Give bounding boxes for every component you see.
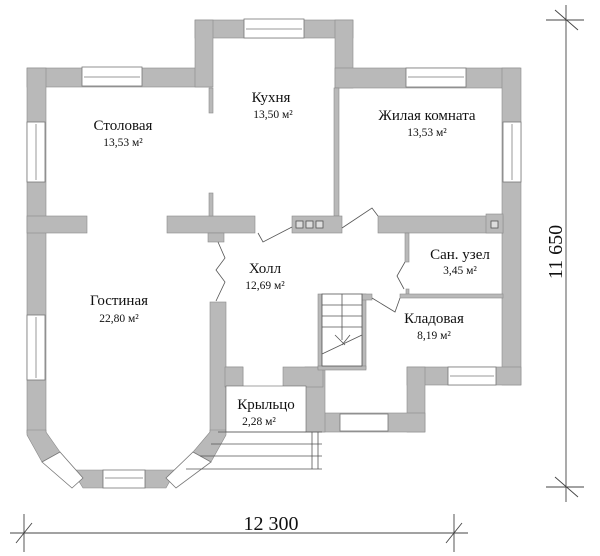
room-name-krylco: Крыльцо [237,397,294,413]
room-name-kukhnya: Кухня [252,90,291,106]
room-name-holl: Холл [249,261,282,277]
room-area-zhilaya-komnata: 13,53 м² [407,127,447,139]
room-area-gostinaya: 22,80 м² [99,313,139,325]
room-name-kladovaya: Кладовая [404,311,464,327]
room-area-san-uzel: 3,45 м² [443,265,477,277]
room-area-holl: 12,69 м² [245,280,285,292]
room-name-gostinaya: Гостиная [90,293,148,309]
room-area-kukhnya: 13,50 м² [253,109,293,121]
room-area-krylco: 2,28 м² [242,416,276,428]
vent-shafts [295,220,499,229]
windows [26,18,522,489]
room-area-kladovaya: 8,19 м² [417,330,451,342]
dimension-height-label: 11 650 [545,225,567,279]
staircase [321,293,363,367]
dimension-horizontal [10,514,468,552]
porch-steps [186,385,322,470]
dimension-vertical [546,5,584,502]
room-area-stolovaya: 13,53 м² [103,137,143,149]
room-name-stolovaya: Столовая [94,118,153,134]
dimension-width-label: 12 300 [244,513,299,535]
room-name-san-uzel: Сан. узел [430,247,490,263]
room-name-zhilaya-komnata: Жилая комната [378,108,476,124]
